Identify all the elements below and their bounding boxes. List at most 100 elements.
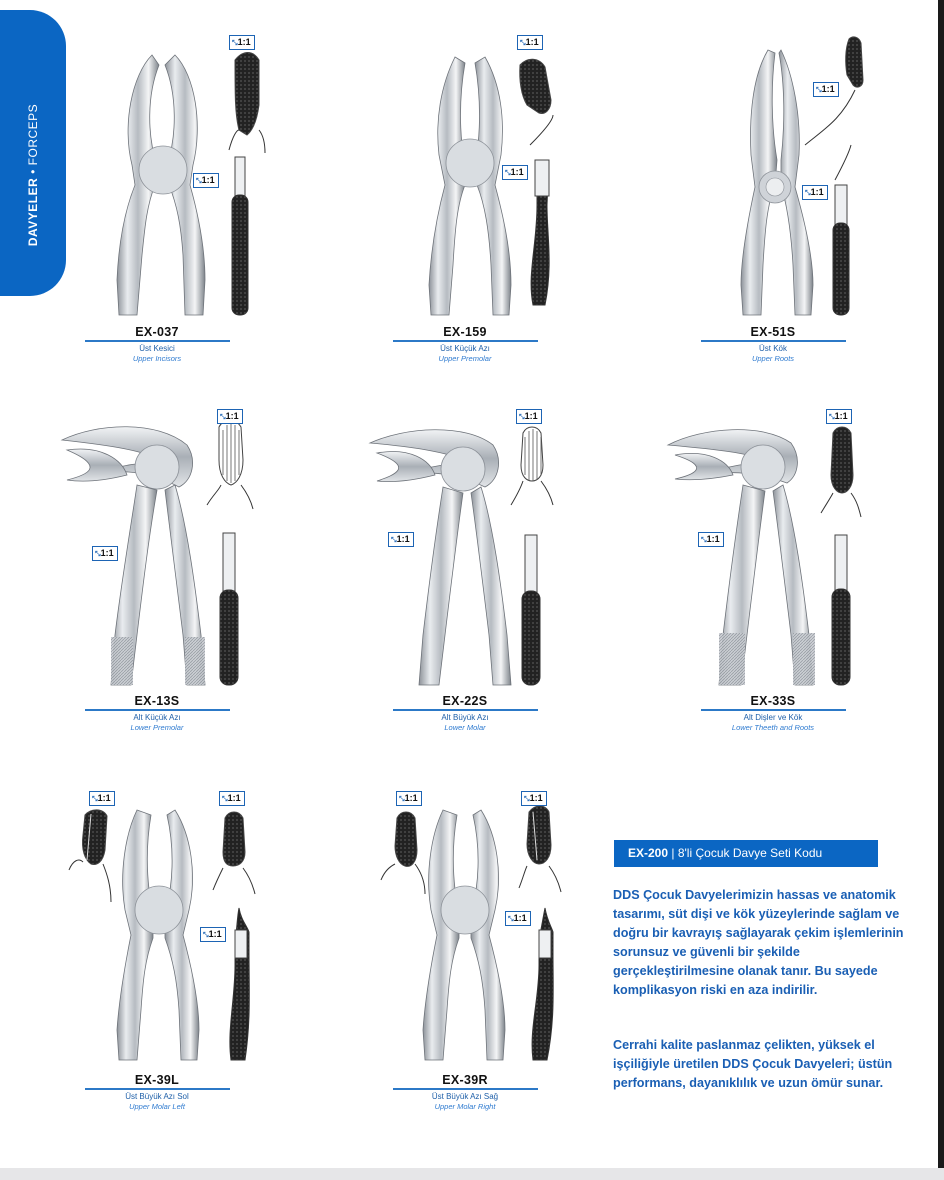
product-name-tr: Üst Kök [758, 344, 787, 353]
product-code: EX-22S [442, 694, 488, 708]
set-label: 8'li Çocuk Davye Seti Kodu [677, 846, 823, 860]
expand-arrows-icon: ⤡ [524, 796, 530, 803]
product-code: EX-39R [442, 1073, 488, 1087]
expand-arrows-icon: ⤡ [222, 796, 228, 803]
scale-badge: ⤡1:1 [229, 35, 255, 50]
product-card [7, 790, 307, 1160]
set-code-banner: EX-200 | 8'li Çocuk Davye Seti Kodu [614, 840, 878, 867]
scale-badge: ⤡1:1 [802, 185, 828, 200]
forceps-illustration [666, 426, 862, 686]
product-name-tr: Üst Küçük Azı [440, 344, 490, 353]
scale-badge: ⤡1:1 [219, 791, 245, 806]
page-edge-shadow [938, 0, 944, 1168]
divider [393, 1088, 538, 1090]
product-card [7, 35, 307, 405]
scale-badge: ⤡1:1 [388, 532, 414, 547]
forceps-illustration [380, 805, 562, 1061]
product-name-tr: Üst Büyük Azı Sol [125, 1092, 189, 1101]
product-card [623, 405, 923, 775]
expand-arrows-icon: ⤡ [399, 796, 405, 803]
product-card [623, 35, 923, 405]
product-code: EX-39L [134, 1073, 180, 1087]
scale-badge: ⤡1:1 [826, 409, 852, 424]
expand-arrows-icon: ⤡ [505, 170, 511, 177]
scale-text: 1:1 [821, 84, 835, 94]
scale-text: 1:1 [201, 175, 215, 185]
forceps-illustration [740, 36, 864, 316]
product-card [315, 790, 615, 1160]
product-name-tr: Alt Büyük Azı [441, 713, 489, 722]
scale-text: 1:1 [706, 534, 720, 544]
product-name-en: Upper Molar Right [434, 1102, 496, 1111]
expand-arrows-icon: ⤡ [196, 178, 202, 185]
divider [85, 1088, 230, 1090]
product-code: EX-037 [135, 325, 179, 339]
expand-arrows-icon: ⤡ [805, 190, 811, 197]
expand-arrows-icon: ⤡ [519, 414, 525, 421]
scale-badge: ⤡1:1 [505, 911, 531, 926]
expand-arrows-icon: ⤡ [95, 551, 101, 558]
product-code: EX-33S [750, 694, 796, 708]
product-name-en: Upper Molar Left [129, 1102, 185, 1111]
scale-badge: ⤡1:1 [193, 173, 219, 188]
scale-text: 1:1 [237, 37, 251, 47]
scale-badge: ⤡1:1 [217, 409, 243, 424]
expand-arrows-icon: ⤡ [508, 916, 514, 923]
section-tab: DAVYELER • FORCEPS [0, 10, 66, 296]
scale-text: 1:1 [227, 793, 241, 803]
scale-badge: ⤡1:1 [516, 409, 542, 424]
divider [85, 709, 230, 711]
expand-arrows-icon: ⤡ [92, 796, 98, 803]
forceps-illustration [428, 56, 554, 316]
product-name-tr: Alt Küçük Azı [133, 713, 181, 722]
divider [85, 340, 230, 342]
expand-arrows-icon: ⤡ [232, 40, 238, 47]
scale-badge: ⤡1:1 [89, 791, 115, 806]
product-code: EX-159 [443, 325, 487, 339]
product-card [315, 405, 615, 775]
product-name-en: Lower Premolar [130, 723, 184, 732]
scale-text: 1:1 [404, 793, 418, 803]
scale-text: 1:1 [524, 411, 538, 421]
product-card [315, 35, 615, 405]
scale-text: 1:1 [396, 534, 410, 544]
expand-arrows-icon: ⤡ [829, 414, 835, 421]
set-code: EX-200 [628, 846, 669, 860]
product-name-tr: Alt Dişler ve Kök [743, 713, 803, 722]
scale-badge: ⤡1:1 [698, 532, 724, 547]
scale-badge: ⤡1:1 [521, 791, 547, 806]
divider [393, 709, 538, 711]
expand-arrows-icon: ⤡ [701, 537, 707, 544]
expand-arrows-icon: ⤡ [520, 40, 526, 47]
product-name-tr: Üst Kesici [139, 344, 175, 353]
description-paragraph: DDS Çocuk Davyelerimizin hassas ve anato… [613, 888, 904, 997]
scale-text: 1:1 [97, 793, 111, 803]
scale-text: 1:1 [834, 411, 848, 421]
forceps-illustration [60, 419, 254, 686]
scale-badge: ⤡1:1 [813, 82, 839, 97]
scale-badge: ⤡1:1 [92, 546, 118, 561]
divider [701, 340, 846, 342]
expand-arrows-icon: ⤡ [220, 414, 226, 421]
scale-text: 1:1 [208, 929, 222, 939]
product-name-en: Lower Molar [444, 723, 486, 732]
expand-arrows-icon: ⤡ [391, 537, 397, 544]
scale-badge: ⤡1:1 [200, 927, 226, 942]
scale-text: 1:1 [810, 187, 824, 197]
product-name-en: Upper Premolar [438, 354, 492, 363]
set-separator: | [671, 846, 675, 860]
product-code: EX-51S [750, 325, 796, 339]
scale-text: 1:1 [529, 793, 543, 803]
divider [701, 709, 846, 711]
product-card [7, 405, 307, 775]
description-paragraph: Cerrahi kalite paslanmaz çelikten, yükse… [613, 1038, 893, 1090]
forceps-illustration [68, 809, 256, 1061]
page-bottom-strip [0, 1168, 944, 1180]
scale-badge: ⤡1:1 [396, 791, 422, 806]
product-name-tr: Üst Büyük Azı Sağ [431, 1092, 499, 1101]
expand-arrows-icon: ⤡ [816, 87, 822, 94]
scale-text: 1:1 [525, 37, 539, 47]
scale-text: 1:1 [100, 548, 114, 558]
scale-badge: ⤡1:1 [517, 35, 543, 50]
scale-badge: ⤡1:1 [502, 165, 528, 180]
